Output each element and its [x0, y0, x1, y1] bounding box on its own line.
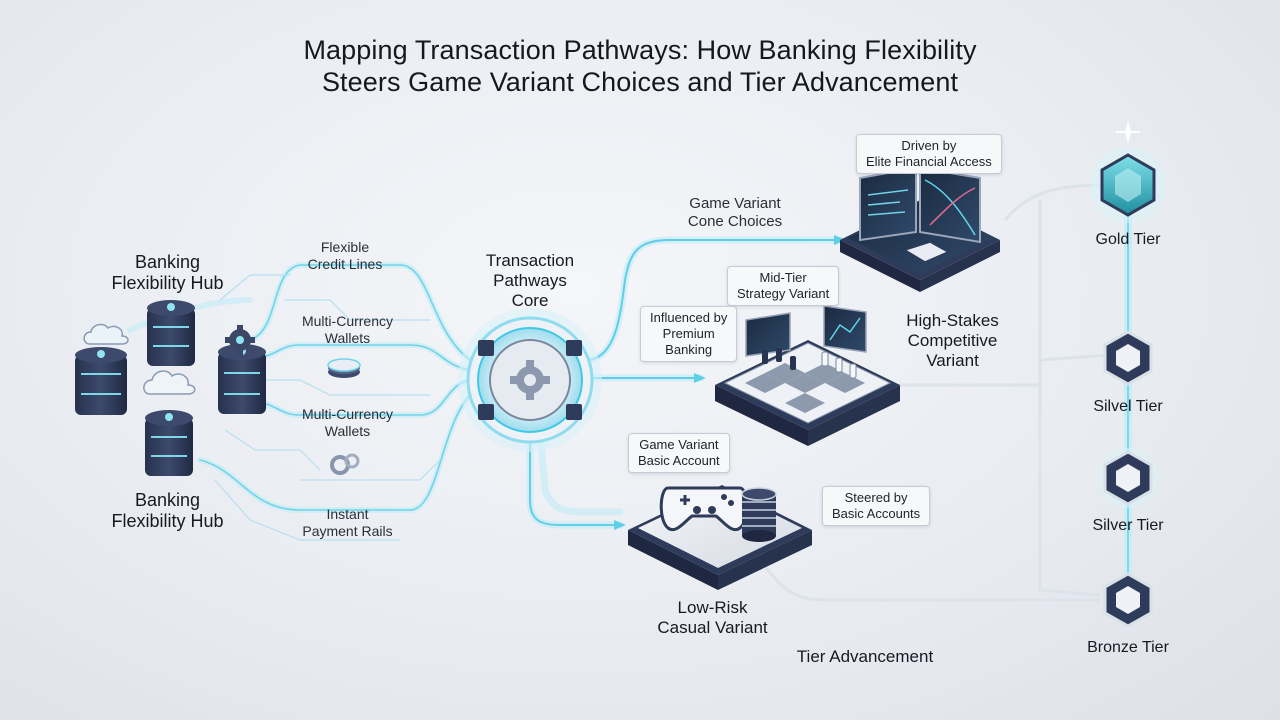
title-line-1: Mapping Transaction Pathways: How Bankin…: [303, 35, 977, 65]
flow-cone-line-2: Cone Choices: [687, 213, 783, 230]
callout-basic-account: Game Variant Basic Account: [628, 433, 730, 473]
callout-elite-access: Driven by Elite Financial Access: [856, 134, 1002, 174]
callout-premium-banking: Influenced by Premium Banking: [640, 306, 738, 362]
banking-hub-label-bottom: Banking Flexibility Hub: [95, 490, 240, 532]
variant-high-line-2: Competitive: [907, 331, 998, 350]
variant-low-line-2: Casual Variant: [657, 618, 768, 637]
callout-mid-tier: Mid-Tier Strategy Variant: [727, 266, 840, 306]
banking-hub-bottom-line-1: Banking: [134, 490, 201, 510]
poker-chips-icon: [741, 487, 777, 542]
callout-basic-line-1: Game Variant: [639, 437, 719, 452]
path-label-credit-lines: Flexible Credit Lines: [290, 239, 400, 273]
callout-mid-line-1: Mid-Tier: [759, 270, 807, 285]
path-label-wallets-2: Multi-Currency Wallets: [285, 406, 410, 440]
core-connections: [526, 235, 846, 530]
path-instant-line-2: Payment Rails: [302, 523, 393, 539]
diagram-title: Mapping Transaction Pathways: How Bankin…: [140, 34, 1140, 98]
transaction-core-icon: [458, 308, 602, 452]
callout-basic-line-2: Basic Account: [638, 453, 720, 468]
tier-label-bronze: Bronze Tier: [1087, 639, 1169, 656]
callout-steered-line-2: Basic Accounts: [832, 506, 921, 521]
path-wallets-1-line-1: Multi-Currency: [301, 313, 393, 329]
callout-premium-line-1: Influenced by: [650, 310, 728, 325]
callout-premium-line-2: Premium: [662, 326, 715, 341]
core-line-1: Transaction: [485, 251, 575, 270]
flow-label-cone-choices: Game Variant Cone Choices: [670, 195, 800, 231]
callout-mid-line-2: Strategy Variant: [737, 286, 830, 301]
variant-high-line-3: Variant: [926, 351, 979, 370]
core-label: Transaction Pathways Core: [465, 251, 595, 311]
callout-elite-line-2: Elite Financial Access: [866, 154, 992, 169]
racing-platform-icon: [840, 166, 1000, 292]
core-line-2: Pathways: [493, 271, 567, 290]
path-wallets-1-line-2: Wallets: [324, 330, 371, 346]
banking-hub-label-top: Banking Flexibility Hub: [95, 252, 240, 294]
callout-steered-line-1: Steered by: [844, 490, 908, 505]
cloud-icon: [83, 323, 196, 395]
tier-advancement-label: Tier Advancement: [796, 647, 934, 666]
path-label-wallets-1: Multi-Currency Wallets: [285, 313, 410, 347]
silvel-tier-badge-icon: [1103, 330, 1153, 386]
banking-hub-top-line-2: Flexibility Hub: [111, 273, 224, 293]
flow-cone-line-1: Game Variant: [689, 195, 781, 212]
variant-low-line-1: Low-Risk: [677, 598, 748, 617]
tier-connections: [758, 183, 1111, 602]
silver-tier-badge-icon: [1098, 448, 1158, 508]
gear-icon: [225, 325, 255, 355]
banking-hub-bottom-line-2: Flexibility Hub: [111, 511, 224, 531]
callout-premium-line-3: Banking: [665, 342, 713, 357]
title-line-2: Steers Game Variant Choices and Tier Adv…: [321, 67, 959, 97]
tier-label-gold: Gold Tier: [1095, 231, 1161, 248]
variant-label-low-risk: Low-Risk Casual Variant: [645, 598, 780, 638]
path-wallets-2-line-1: Multi-Currency: [301, 406, 393, 422]
callout-steered-basic: Steered by Basic Accounts: [822, 486, 931, 526]
bronze-tier-badge-icon: [1103, 572, 1153, 628]
callout-elite-line-1: Driven by: [901, 138, 957, 153]
tier-label-silvel: Silvel Tier: [1093, 398, 1163, 415]
tier-label-silver: Silver Tier: [1092, 517, 1164, 534]
chess-platform-icon: [715, 305, 900, 446]
path-label-instant-payment: Instant Payment Rails: [290, 506, 405, 540]
gear-pair-icon: [330, 453, 360, 475]
gold-tier-badge-icon: [1090, 120, 1166, 223]
path-instant-line-1: Instant: [326, 506, 369, 522]
variant-label-high-stakes: High-Stakes Competitive Variant: [885, 311, 1020, 371]
coin-stack-icon: [327, 358, 361, 378]
path-credit-line-1: Flexible: [320, 239, 370, 255]
path-credit-line-2: Credit Lines: [307, 256, 383, 272]
core-line-3: Core: [511, 291, 549, 310]
banking-hub-top-line-1: Banking: [134, 252, 201, 272]
path-wallets-2-line-2: Wallets: [324, 423, 371, 439]
variant-high-line-1: High-Stakes: [906, 311, 999, 330]
database-stack-icon: [75, 300, 266, 476]
